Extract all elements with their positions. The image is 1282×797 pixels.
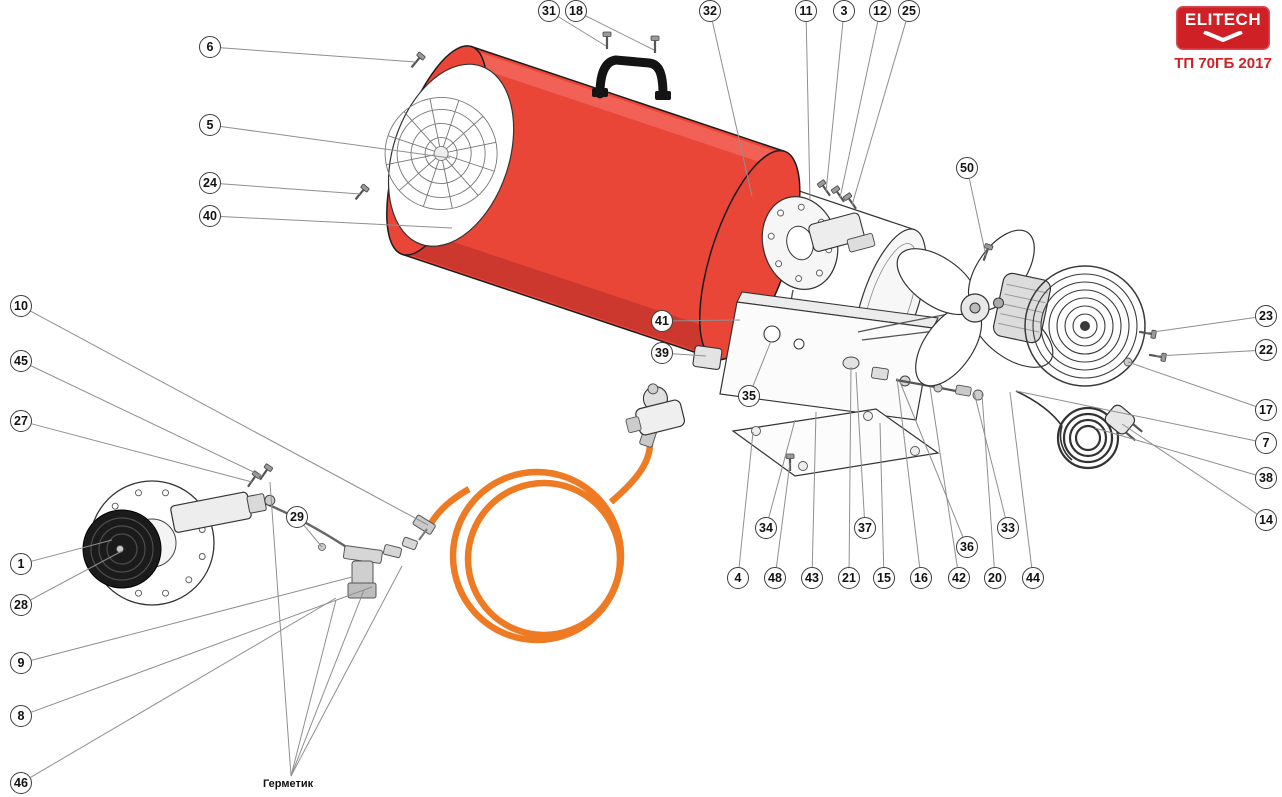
elitech-logo: ELITECH <box>1176 6 1270 50</box>
screw <box>255 462 275 484</box>
gas-valve-assembly <box>261 500 428 599</box>
combustion-chamber-shell <box>384 45 801 361</box>
screw <box>829 184 849 206</box>
power-cord <box>1015 390 1120 470</box>
screw <box>351 182 371 204</box>
screw <box>815 178 835 200</box>
sealant-label: Герметик <box>263 778 314 790</box>
burner-cap <box>82 509 162 589</box>
screw <box>407 50 427 72</box>
power-plug <box>1104 404 1143 442</box>
model-label: ТП 70ГБ 2017 <box>1174 54 1272 72</box>
front-opening <box>387 63 515 247</box>
screw <box>601 30 613 51</box>
carry-handle <box>592 55 671 100</box>
knob-hole <box>763 325 781 343</box>
gas-pipe <box>261 500 355 553</box>
brand-name: ELITECH <box>1184 10 1262 29</box>
burner-assembly <box>82 462 276 606</box>
burner-flange <box>761 195 876 291</box>
leader-lines <box>30 15 1258 778</box>
terminal-box <box>692 345 723 371</box>
fan-guard-grille <box>384 97 498 210</box>
brand-block: ELITECH ТП 70ГБ 2017 <box>1172 6 1274 72</box>
solenoid-valve <box>351 560 374 587</box>
burner-bracket <box>846 233 876 253</box>
gas-hose <box>427 440 654 644</box>
logo-chevron-icon <box>1203 30 1243 43</box>
screw <box>243 469 263 491</box>
rear-guard-grille <box>1024 265 1146 387</box>
control-chassis <box>719 291 939 421</box>
pressure-regulator <box>625 383 686 436</box>
screw <box>649 34 661 55</box>
